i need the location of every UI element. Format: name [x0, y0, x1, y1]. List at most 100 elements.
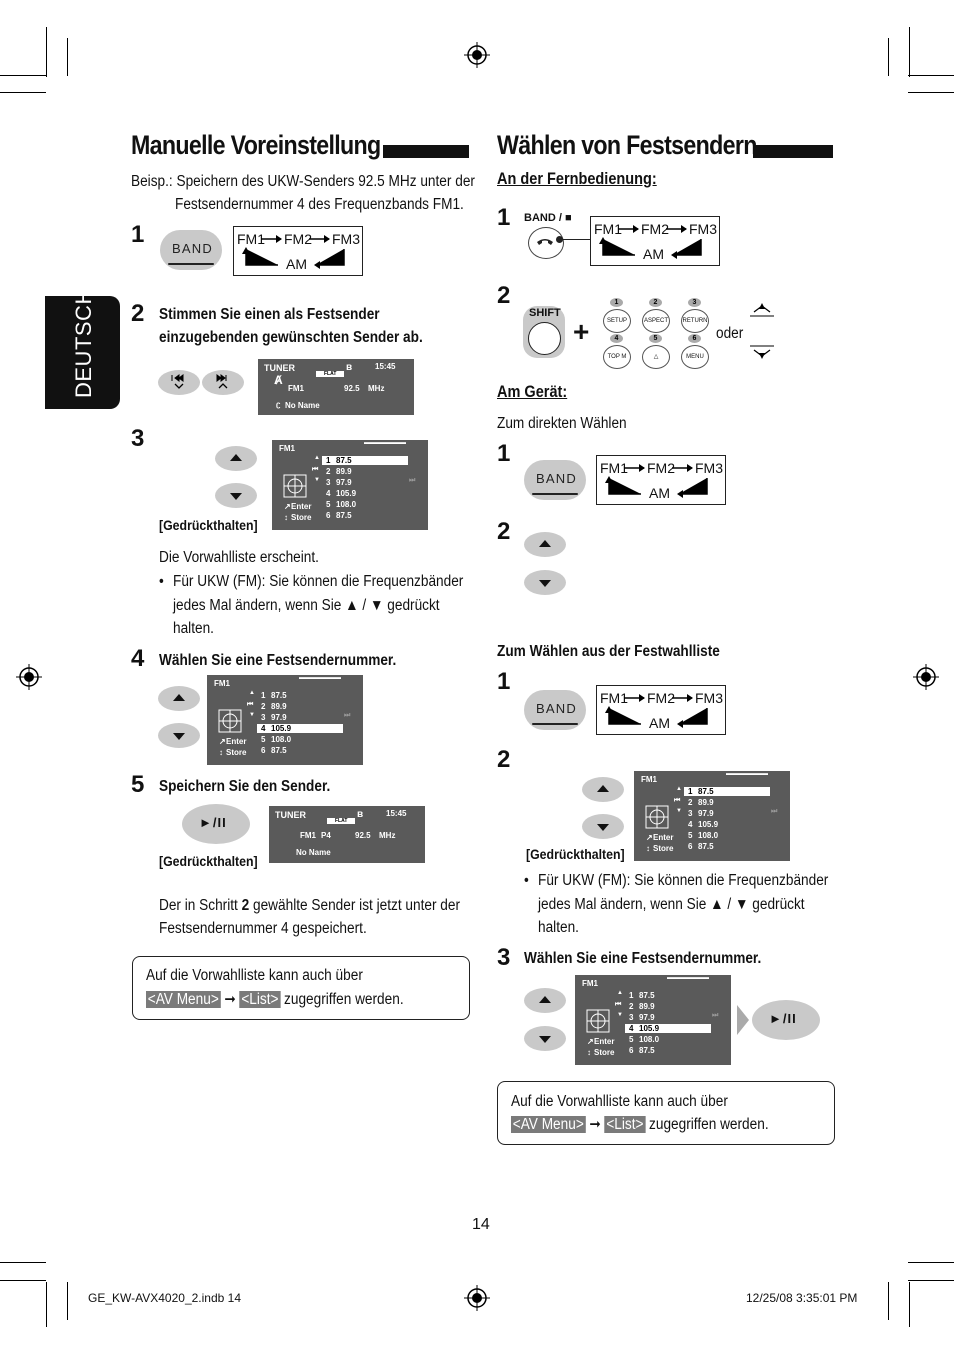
step-number: 1 — [497, 440, 511, 467]
preset-frequency: 87.5 — [336, 511, 352, 520]
bullet-text: halten. — [538, 919, 579, 936]
preset-number: 4 — [688, 820, 693, 829]
flow-am: AM — [286, 256, 307, 272]
flow-arrows-icon — [605, 464, 708, 498]
seek-back-button[interactable] — [158, 370, 200, 395]
down-triangle-icon: ▼ — [617, 1012, 623, 1018]
up-button[interactable] — [524, 988, 566, 1013]
preset-enter: Enter — [226, 737, 247, 746]
play-pause-label: ►/II — [769, 1011, 797, 1026]
remote-band-button[interactable] — [528, 227, 564, 259]
preset-highlight — [322, 456, 408, 465]
step-text: Stimmen Sie einen als Festsender — [159, 306, 380, 323]
flow-fm2: FM2 — [641, 221, 669, 237]
bluetooth-icon: ʙ — [346, 362, 353, 373]
crop-mark — [0, 75, 46, 76]
crop-mark — [909, 1282, 910, 1327]
down-triangle-icon: ▼ — [249, 712, 255, 718]
band-button-label: BAND — [536, 701, 577, 716]
down-button[interactable] — [524, 570, 566, 595]
crop-mark — [908, 1262, 954, 1263]
flow-arrows-icon — [242, 235, 345, 269]
preset-frequency: 87.5 — [271, 746, 287, 755]
band-button[interactable]: BAND — [524, 690, 586, 730]
preset-number: 6 — [688, 842, 693, 851]
step-text: Wählen Sie eine Festsendernummer. — [159, 652, 397, 669]
down-button[interactable] — [582, 814, 624, 839]
keypad-number: 2 — [649, 298, 662, 307]
crop-mark — [67, 1282, 68, 1320]
note-box — [132, 956, 470, 1020]
preset-dashes: ▬▬▬▬▬▬▬ — [299, 675, 341, 681]
bullet: • — [524, 872, 529, 889]
down-button[interactable] — [524, 1026, 566, 1051]
crop-mark — [67, 38, 68, 76]
play-pause-button[interactable]: ►/II — [182, 804, 250, 844]
list-label: <List> — [604, 1116, 646, 1133]
band-button[interactable]: BAND — [160, 230, 222, 270]
registration-mark-icon — [464, 42, 490, 68]
keypad-button-1[interactable]: SETUP — [603, 309, 631, 333]
flow-am: AM — [649, 485, 670, 501]
intro-line: Festsendernummer 4 des Frequenzbands FM1… — [175, 196, 464, 213]
preset-number: 2 — [688, 798, 693, 807]
registration-mark-icon — [464, 1285, 490, 1311]
up-arrow-key-icon[interactable] — [748, 300, 776, 320]
seek-forward-icon: ⏭ — [712, 1012, 719, 1019]
preset-frequency: 108.0 — [271, 735, 292, 744]
crop-mark — [908, 75, 954, 76]
band-remote-label: BAND / ■ — [524, 212, 572, 224]
subsection-heading: Zum direkten Wählen — [497, 415, 627, 432]
shift-button[interactable]: SHIFT — [523, 306, 565, 358]
seek-forward-button[interactable] — [202, 370, 244, 395]
up-button[interactable] — [158, 686, 200, 711]
preset-number: 4 — [261, 724, 266, 733]
crop-mark — [888, 1282, 889, 1320]
preset-number: 1 — [326, 456, 331, 465]
keypad-button-2[interactable]: ASPECT — [642, 309, 670, 333]
keypad-button-3[interactable]: RETURN — [681, 309, 709, 333]
bullet-text: jedes Mal ändern, wenn Sie ▲ / ▼ gedrück… — [538, 896, 805, 913]
preset-dashes: ▬▬▬▬▬▬▬ — [667, 975, 709, 981]
tuner-flat: FLAT — [327, 818, 356, 824]
preset-highlight — [684, 787, 770, 796]
seek-forward-icon — [216, 374, 228, 389]
preset-number: 4 — [629, 1024, 634, 1033]
note-box — [497, 1081, 835, 1145]
connector-line — [562, 239, 590, 240]
hold-caption: [Gedrückthalten] — [159, 853, 258, 869]
preset-number: 3 — [629, 1013, 634, 1022]
up-button[interactable] — [524, 532, 566, 557]
band-button[interactable]: BAND — [524, 460, 586, 500]
section-heading: Am Gerät: — [497, 383, 568, 401]
preset-frequency: 105.9 — [271, 724, 292, 733]
flow-fm3: FM3 — [695, 690, 723, 706]
tuner-time: 15:45 — [375, 362, 396, 371]
down-button[interactable] — [158, 723, 200, 748]
preset-number: 5 — [629, 1035, 634, 1044]
keypad-button-6[interactable]: MENU — [681, 345, 709, 369]
step-number: 3 — [131, 425, 145, 452]
down-arrow-key-icon[interactable] — [748, 342, 776, 362]
preset-frequency: 97.9 — [271, 713, 287, 722]
bullet-text: jedes Mal ändern, wenn Sie ▲ / ▼ gedrück… — [173, 597, 440, 614]
preset-number: 3 — [261, 713, 266, 722]
body-text: Der in Schritt 2 gewählte Sender ist jet… — [159, 897, 461, 914]
step-number: 2 — [497, 746, 511, 773]
preset-band: FM1 — [582, 979, 598, 988]
up-button[interactable] — [582, 777, 624, 802]
bullet-text: halten. — [173, 620, 214, 637]
play-pause-button[interactable]: ►/II — [752, 1000, 820, 1040]
step-number: 1 — [497, 204, 511, 231]
up-button[interactable] — [215, 446, 257, 471]
subsection-heading: Zum Wählen aus der Festwahlliste — [497, 643, 720, 660]
down-button[interactable] — [215, 483, 257, 508]
preset-band: FM1 — [214, 679, 230, 688]
keypad-button-5[interactable]: △ — [642, 345, 670, 369]
enter-arrow-icon: ↗ — [219, 737, 226, 746]
keypad-button-4[interactable]: TOP M — [603, 345, 631, 369]
flow-am: AM — [643, 246, 664, 262]
preset-frequency: 108.0 — [336, 500, 357, 509]
preset-frequency: 108.0 — [698, 831, 719, 840]
